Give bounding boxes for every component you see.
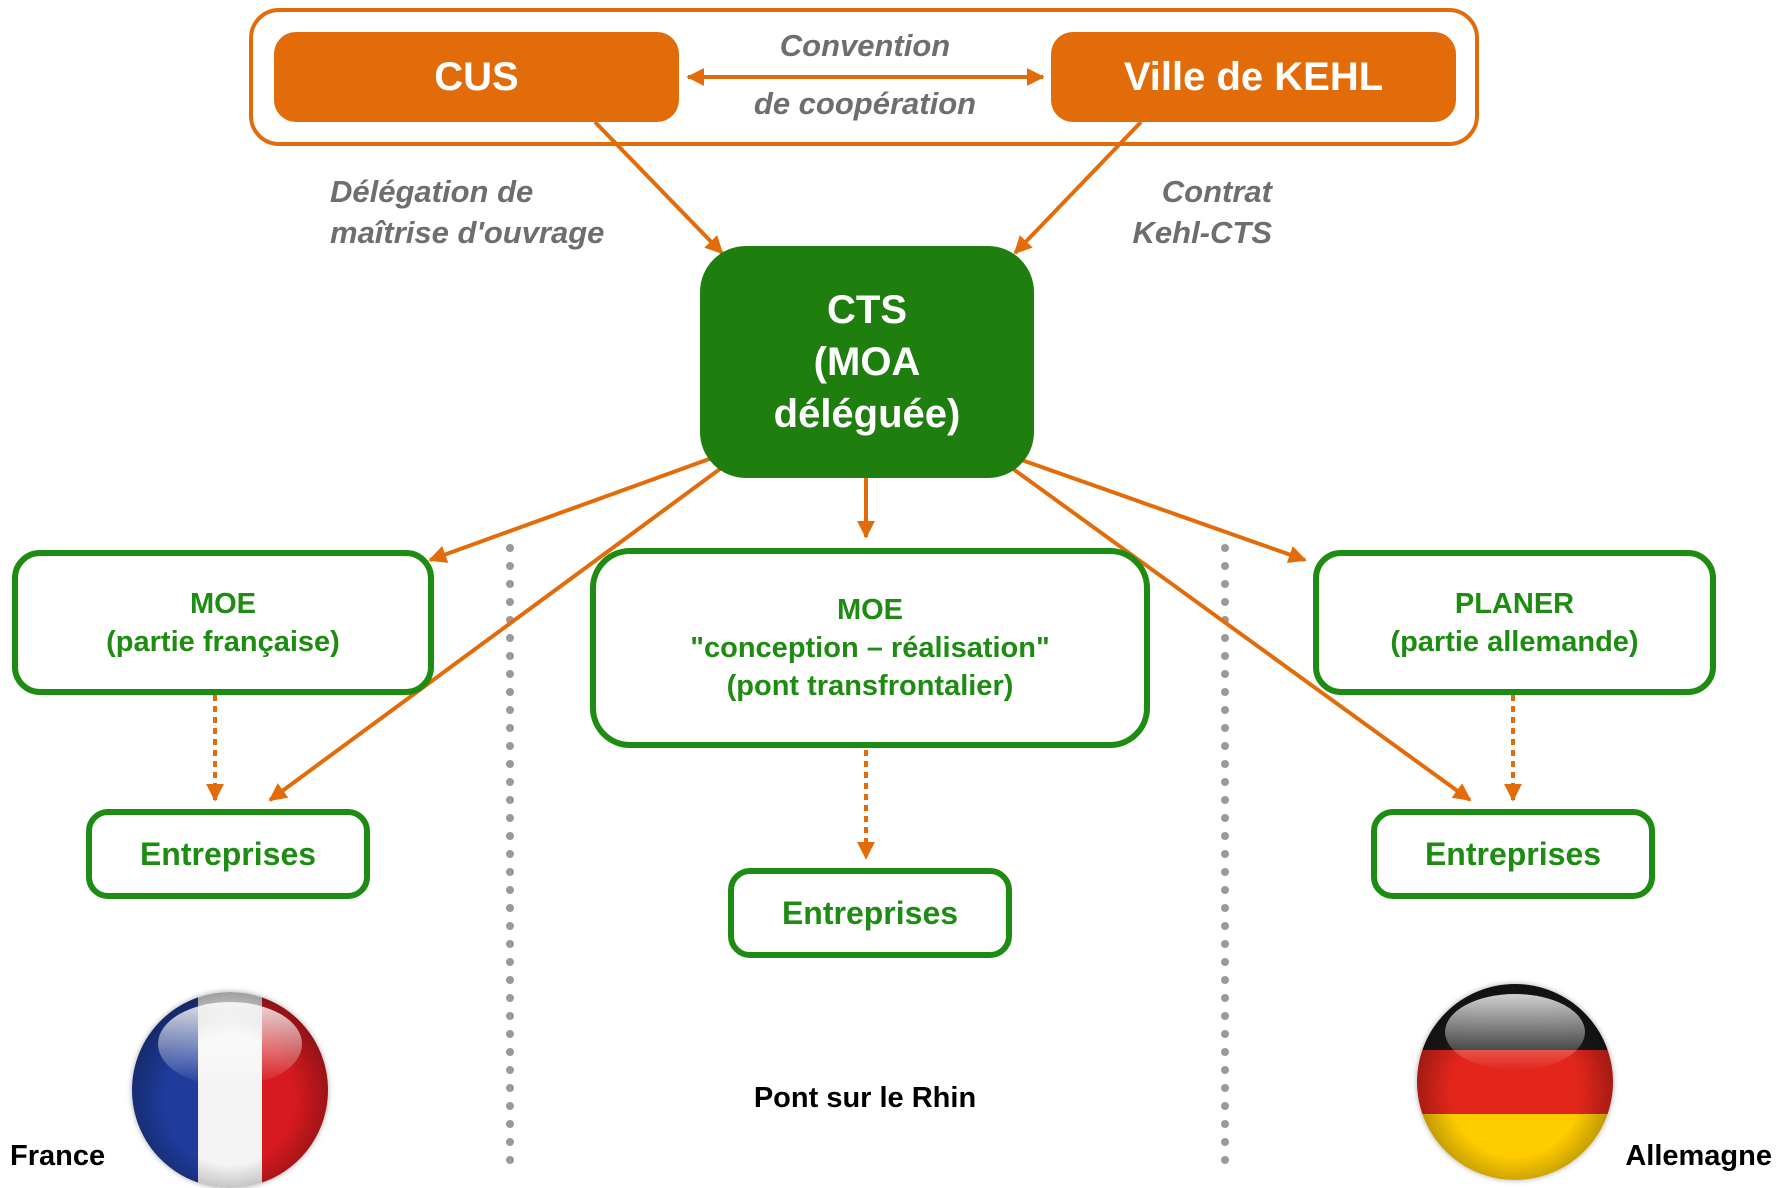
entreprises-right-label: Entreprises	[1424, 836, 1602, 872]
moe-center-title: MOE	[836, 594, 904, 626]
entreprises-right-box: Entreprises	[1371, 809, 1655, 899]
kehl-label: Ville de KEHL	[1123, 54, 1384, 99]
allemagne-label: Allemagne	[1625, 1140, 1772, 1172]
cts-box: CTS (MOA déléguée)	[700, 246, 1034, 478]
france-flag-graphic	[132, 992, 328, 1188]
moe-center-scope: (pont transfrontalier)	[726, 670, 1014, 702]
france-flag-icon	[132, 992, 328, 1188]
delegation-label: Délégation de maîtrise d'ouvrage	[330, 171, 670, 253]
cts-title: CTS	[827, 288, 907, 332]
moe-center-box: MOE "conception – réalisation" (pont tra…	[590, 548, 1150, 748]
cts-subtitle-2: déléguée)	[773, 392, 961, 436]
cus-label: CUS	[434, 54, 519, 99]
moe-fr-title: MOE	[189, 587, 257, 620]
delegation-label-line2: maîtrise d'ouvrage	[330, 215, 605, 250]
moe-fr-box: MOE (partie française)	[12, 550, 434, 695]
moe-center-subtitle: "conception – réalisation"	[690, 632, 1050, 664]
planer-title: PLANER	[1454, 587, 1575, 620]
entreprises-left-box: Entreprises	[86, 809, 370, 899]
contrat-label-line1: Contrat	[1161, 174, 1272, 209]
top-frame	[249, 8, 1479, 146]
delegation-label-line1: Délégation de	[330, 174, 534, 209]
kehl-box: Ville de KEHL	[1051, 32, 1456, 122]
contrat-label-line2: Kehl-CTS	[1132, 215, 1273, 250]
planer-box: PLANER (partie allemande)	[1313, 550, 1716, 695]
planer-subtitle: (partie allemande)	[1390, 625, 1639, 658]
france-label: France	[10, 1140, 106, 1172]
convention-label-line1: Convention	[779, 28, 951, 63]
cts-to-moe-fr-arrow	[428, 456, 713, 563]
convention-label-line2: de coopération	[753, 86, 977, 121]
entreprises-left-label: Entreprises	[139, 836, 317, 872]
cts-subtitle-1: (MOA	[813, 340, 921, 384]
moe-fr-subtitle: (partie française)	[106, 625, 340, 658]
entreprises-center-label: Entreprises	[781, 895, 959, 931]
cts-to-planer-arrow	[1015, 456, 1307, 564]
entreprises-center-box: Entreprises	[728, 868, 1012, 958]
cts-to-entreprises-right-arrow	[1007, 464, 1472, 802]
cus-box: CUS	[274, 32, 679, 122]
cts-to-entreprises-left-arrow	[268, 464, 726, 802]
bridge-label: Pont sur le Rhin	[753, 1082, 977, 1114]
contrat-label: Contrat Kehl-CTS	[1060, 171, 1273, 253]
